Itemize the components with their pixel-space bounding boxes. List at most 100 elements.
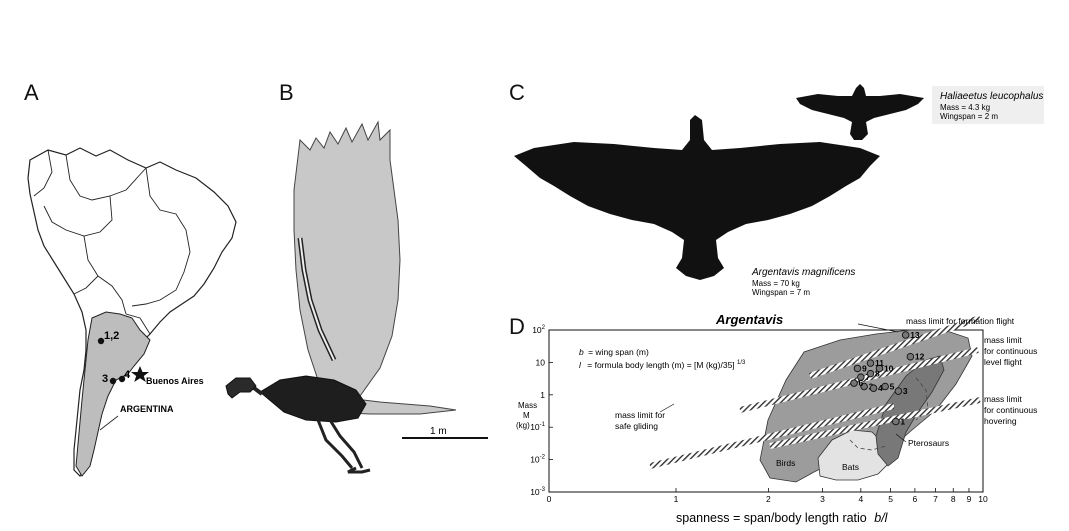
large-bird-name: Argentavis magnificens bbox=[751, 267, 855, 278]
scale-label: 1 m bbox=[430, 426, 447, 437]
argentina-region bbox=[75, 311, 151, 477]
data-point-label: 1 bbox=[900, 416, 905, 426]
x-tick-label: 1 bbox=[674, 494, 679, 504]
large-bird-wingspan: Wingspan = 7 m bbox=[752, 288, 810, 297]
y-label-mass: Mass bbox=[518, 401, 537, 410]
glide-limit-label-2: safe gliding bbox=[615, 421, 658, 431]
data-point bbox=[866, 359, 875, 367]
x-axis-label: spanness = span/body length ratio b/l bbox=[676, 511, 889, 525]
data-point-label: 8 bbox=[875, 369, 880, 379]
hover-limit-label-3: hovering bbox=[984, 416, 1017, 426]
data-point-label: 7 bbox=[865, 372, 870, 382]
y-axis-ticks: 10-3 10-2 10-1 1 10 102 bbox=[530, 325, 553, 497]
pterosaurs-envelope bbox=[875, 355, 945, 467]
level-limit-label-3: level flight bbox=[984, 357, 1022, 367]
formation-limit-label: mass limit for formation flight bbox=[906, 316, 1015, 326]
data-point-label: 13 bbox=[910, 330, 920, 340]
data-point bbox=[860, 382, 868, 391]
y-label-m: M bbox=[523, 411, 530, 420]
formation-flight-limit bbox=[809, 315, 981, 379]
data-point bbox=[853, 364, 862, 373]
data-point-label: 4 bbox=[878, 383, 883, 393]
x-tick-label: 10 bbox=[978, 494, 988, 504]
small-bird-name: Haliaeetus leucophalus bbox=[940, 91, 1043, 102]
level-limit-label-2: for continuous bbox=[984, 346, 1037, 356]
y-tick-label: 10-1 bbox=[530, 422, 545, 432]
glide-limit-label-1: mass limit for bbox=[615, 410, 665, 420]
y-label-unit: (kg) bbox=[516, 421, 530, 430]
data-point-label: 11 bbox=[875, 358, 884, 368]
x-tick-label: 2 bbox=[766, 494, 771, 504]
country-borders bbox=[33, 149, 191, 335]
panel-letter-c: C bbox=[509, 80, 525, 105]
legend-b: b = wing span (m) bbox=[579, 347, 649, 357]
map-south-america: 1,2 3 4 Buenos Aires ARGENTINA bbox=[27, 147, 237, 477]
large-bird-mass: Mass = 70 kg bbox=[752, 279, 800, 288]
site-marker-3 bbox=[109, 377, 117, 385]
small-bird-caption: Haliaeetus leucophalus Mass = 4.3 kg Win… bbox=[932, 86, 1044, 124]
x-tick-label: 3 bbox=[820, 494, 825, 504]
data-point-label: 12 bbox=[915, 352, 925, 362]
x-tick-label: 6 bbox=[913, 494, 918, 504]
x-tick-label: 4 bbox=[858, 494, 863, 504]
pterosaurs-label: Pterosaurs bbox=[908, 438, 949, 448]
site-marker-1-2 bbox=[97, 337, 105, 345]
y-tick-label: 10-2 bbox=[530, 455, 545, 465]
bats-label: Bats bbox=[842, 462, 859, 472]
data-point-label: 6 bbox=[858, 378, 863, 388]
data-point bbox=[857, 373, 865, 381]
large-bird-caption: Argentavis magnificens Mass = 70 kg Wing… bbox=[751, 267, 855, 297]
x-tick-label: 7 bbox=[933, 494, 938, 504]
x-tick-label: 9 bbox=[967, 494, 972, 504]
data-point bbox=[881, 382, 889, 391]
skull bbox=[225, 377, 257, 399]
hover-limit-label-1: mass limit bbox=[984, 394, 1022, 404]
site-label-1-2: 1,2 bbox=[104, 330, 119, 342]
panel-letter-b: B bbox=[279, 80, 294, 105]
x-tick-label: 8 bbox=[951, 494, 956, 504]
y-tick-label: 102 bbox=[532, 325, 545, 335]
data-point bbox=[866, 369, 875, 378]
data-points: 12345678910111213 bbox=[850, 330, 925, 426]
country-label: ARGENTINA bbox=[120, 404, 174, 414]
small-bird-silhouette bbox=[796, 84, 924, 140]
y-tick-label: 10-3 bbox=[530, 487, 545, 497]
hover-limit-label-2: for continuous bbox=[984, 405, 1037, 415]
site-label-3: 3 bbox=[102, 373, 108, 385]
hovering-limit bbox=[769, 397, 981, 449]
body-skeleton bbox=[259, 375, 367, 423]
continent-outline bbox=[27, 147, 237, 477]
wing-silhouette bbox=[293, 120, 401, 411]
data-point bbox=[892, 417, 900, 426]
large-bird-silhouette bbox=[514, 115, 880, 280]
leg-bones bbox=[316, 419, 371, 474]
skeleton-reconstruction: 1 m bbox=[225, 120, 488, 474]
chart-title: Argentavis bbox=[715, 312, 783, 327]
level-limit-label-1: mass limit bbox=[984, 335, 1022, 345]
small-bird-wingspan: Wingspan = 2 m bbox=[940, 112, 998, 121]
caption-box bbox=[932, 86, 1044, 124]
panel-letter-d: D bbox=[509, 314, 525, 339]
data-point-label: 3 bbox=[903, 386, 908, 396]
city-label: Buenos Aires bbox=[146, 376, 204, 386]
x-tick-label: 0 bbox=[547, 494, 552, 504]
data-point bbox=[869, 384, 878, 392]
gliding-limit bbox=[649, 403, 895, 469]
star-icon bbox=[131, 366, 149, 382]
small-bird-mass: Mass = 4.3 kg bbox=[940, 103, 990, 112]
site-label-4: 4 bbox=[124, 369, 131, 381]
data-point bbox=[906, 352, 915, 361]
y-tick-label: 10 bbox=[536, 357, 546, 367]
data-point bbox=[901, 331, 910, 339]
birds-label: Birds bbox=[776, 458, 795, 468]
data-point-label: 10 bbox=[884, 363, 894, 373]
site-marker-4 bbox=[118, 375, 126, 383]
data-point bbox=[850, 379, 858, 387]
data-point bbox=[875, 364, 884, 373]
panel-letter-a: A bbox=[24, 80, 39, 105]
y-tick-label: 1 bbox=[540, 390, 545, 400]
data-point-label: 9 bbox=[862, 363, 867, 373]
